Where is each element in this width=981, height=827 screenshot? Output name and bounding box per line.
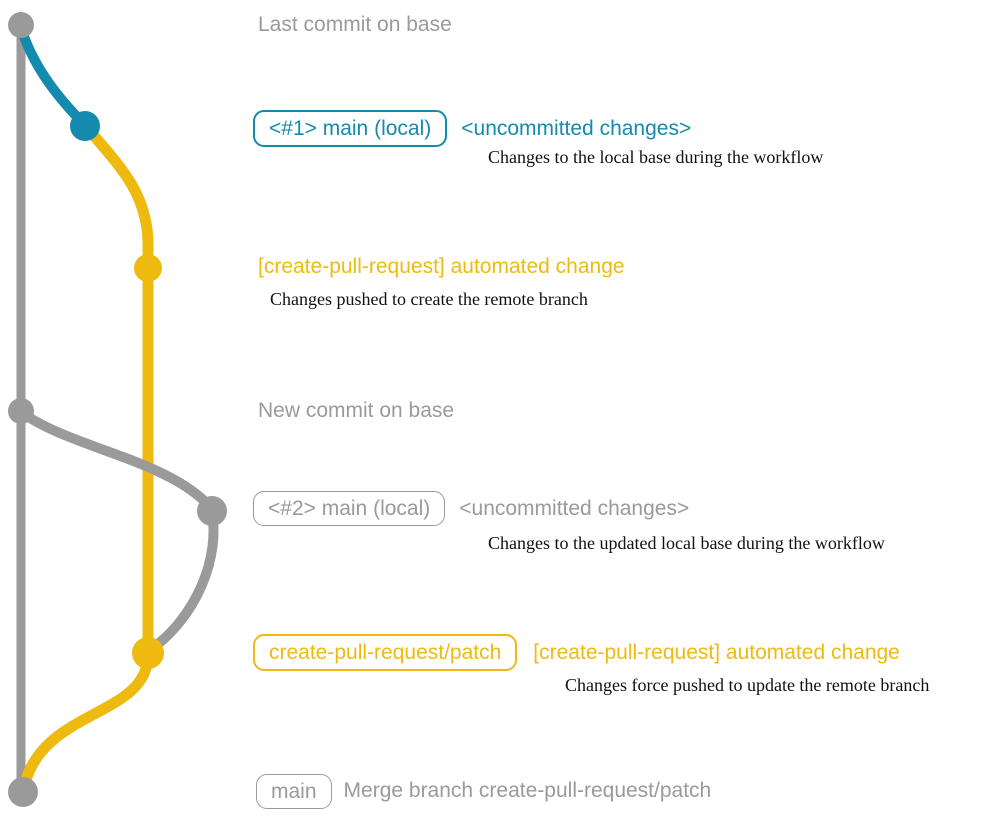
branch-label-main: main (256, 774, 332, 810)
status-uncommitted-changes-2: <uncommitted changes> (459, 496, 690, 520)
commit-node-local-main-2 (197, 496, 227, 526)
branch-label-local-main-2: <#2> main (local) (253, 491, 446, 527)
commit-node-automated-change-1 (134, 254, 162, 282)
commit-message-automated-change-2: [create-pull-request] automated change (533, 640, 900, 664)
patch-branch-row: create-pull-request/patch [create-pull-r… (253, 634, 900, 672)
commit-node-new-base (8, 398, 34, 424)
status-uncommitted-changes-1: <uncommitted changes> (461, 116, 692, 140)
commit-node-merge (8, 777, 38, 807)
local-main-2-edge (16, 407, 219, 655)
local-main-2-row: <#2> main (local) <uncommitted changes> (253, 491, 690, 527)
caption-last-commit-on-base: Last commit on base (258, 13, 452, 36)
merge-row: main Merge branch create-pull-request/pa… (256, 774, 712, 810)
commit-message-automated-change-1: [create-pull-request] automated change (258, 255, 625, 278)
branch-label-local-main-1: <#1> main (local) (253, 110, 448, 148)
commit-node-automated-change-2 (132, 637, 164, 669)
branch-label-patch: create-pull-request/patch (253, 634, 518, 672)
caption-new-commit-on-base: New commit on base (258, 399, 455, 422)
note-force-pushed-update: Changes force pushed to update the remot… (565, 675, 930, 695)
commit-message-merge: Merge branch create-pull-request/patch (343, 779, 712, 803)
commit-node-local-main-1 (70, 111, 100, 141)
note-local-base-changes: Changes to the local base during the wor… (488, 147, 824, 167)
note-updated-local-base-changes: Changes to the updated local base during… (488, 533, 885, 553)
commit-node-last-base (8, 12, 34, 38)
local-main-1-edge (16, 23, 90, 130)
note-pushed-to-create-branch: Changes pushed to create the remote bran… (270, 289, 588, 309)
local-main-1-row: <#1> main (local) <uncommitted changes> (253, 110, 692, 148)
